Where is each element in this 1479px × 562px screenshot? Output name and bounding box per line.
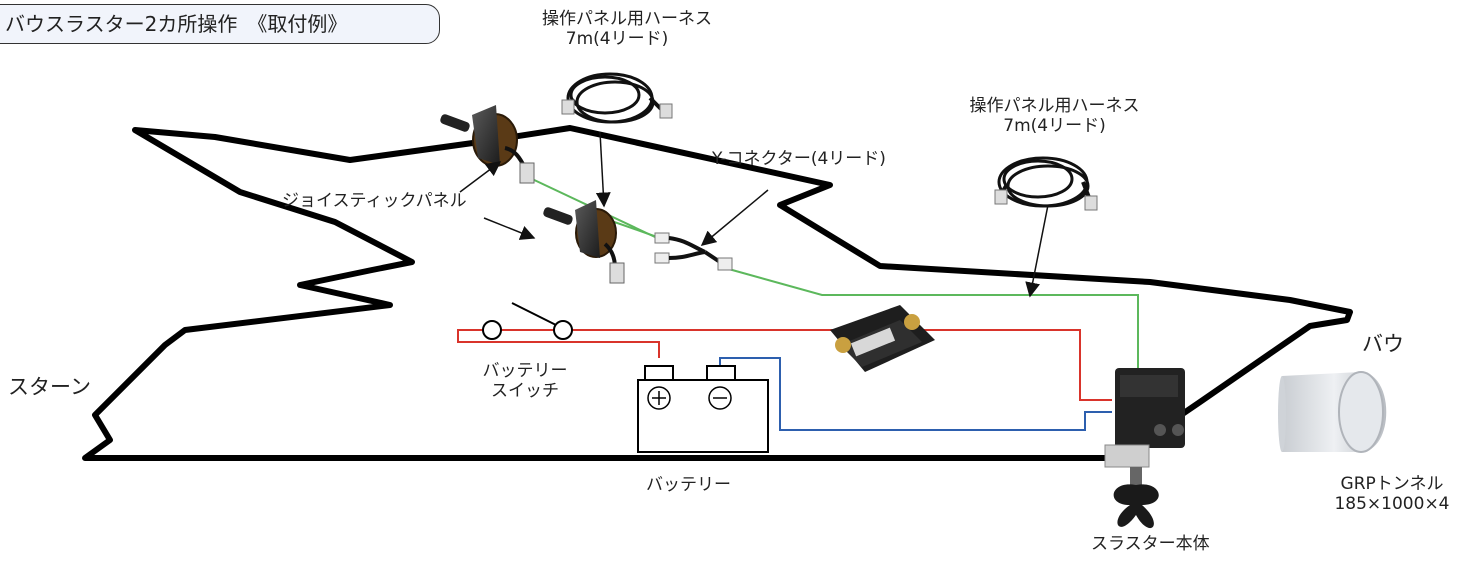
signal-wire [724, 267, 1139, 368]
positive-wire [457, 329, 1112, 401]
harness-label-2-line2: 7m(4リード) [1003, 115, 1106, 136]
fuse-holder [830, 305, 935, 372]
harness-coil-2 [997, 156, 1092, 208]
y-connector-label: Y-コネクター(4リード) [712, 149, 886, 169]
harness-label-2-line1: 操作パネル用ハーネス [969, 96, 1140, 116]
grp-tunnel [1278, 371, 1387, 453]
arrow [483, 217, 536, 240]
harness-label-2: 操作パネル用ハーネス 7m(4リード) [967, 96, 1142, 136]
tunnel-label: GRPトンネル 185×1000×4 [1312, 474, 1472, 514]
battery-switch-label-line1: バッテリー [482, 361, 568, 381]
arrow [595, 131, 611, 208]
harness-label-1-line1: 操作パネル用ハーネス [542, 9, 712, 29]
stern-label: スターン [8, 375, 91, 399]
battery-terminal-negative [706, 365, 736, 381]
diagram-title: バウスラスター2カ所操作 《取付例》 [0, 4, 440, 44]
battery-switch-label-line2: スイッチ [491, 380, 559, 401]
joystick-panel-1 [440, 105, 535, 184]
harness-label-1-line2: 7m(4リード) [565, 28, 669, 49]
tunnel-label-line2: 185×1000×4 [1334, 493, 1450, 514]
harness-coil-1 [564, 72, 664, 124]
switch-lever [511, 302, 557, 326]
y-connector [654, 232, 733, 271]
battery-label: バッテリー [646, 475, 731, 495]
arrow [459, 161, 502, 193]
harness-label-1: 操作パネル用ハーネス 7m(4リード) [542, 9, 712, 49]
battery-terminal-positive [644, 365, 674, 381]
arrow [1025, 204, 1049, 298]
bow-label: バウ [1362, 332, 1404, 356]
thruster-body [1104, 368, 1185, 529]
switch-terminal [553, 320, 573, 340]
arrow [700, 189, 769, 246]
hull-outline [82, 125, 1353, 461]
joystick-panel-label: ジョイスティックパネル [282, 191, 467, 211]
thruster-body-label: スラスター本体 [1091, 534, 1210, 554]
battery-switch-label: バッテリー スイッチ [470, 361, 580, 401]
tunnel-label-line1: GRPトンネル [1340, 474, 1444, 494]
negative-wire [719, 357, 1112, 431]
joystick-panel-2 [543, 200, 625, 284]
switch-terminal [482, 320, 502, 340]
